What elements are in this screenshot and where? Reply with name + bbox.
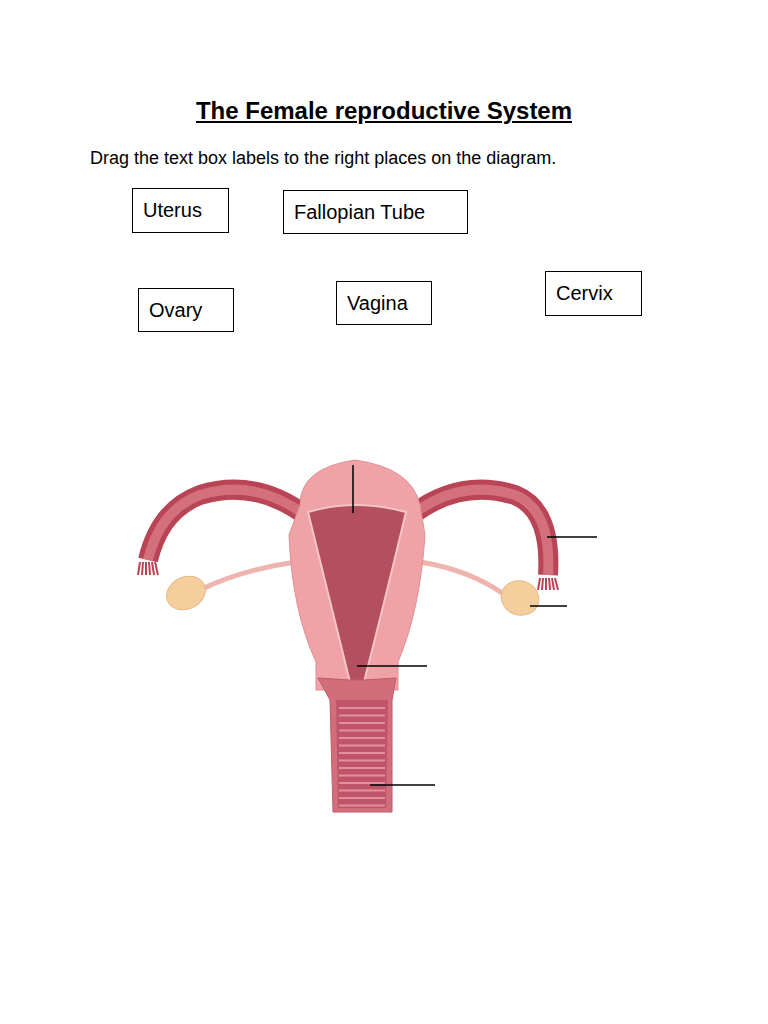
fimbria xyxy=(152,562,154,575)
vaginal-canal xyxy=(336,700,388,808)
fimbria xyxy=(538,578,540,590)
fimbria xyxy=(155,562,158,575)
vagina-wall xyxy=(318,678,396,812)
leader-line xyxy=(530,605,567,607)
label-box: Cervix xyxy=(545,271,642,316)
leader-line xyxy=(352,465,354,513)
ruga xyxy=(339,715,385,717)
ruga xyxy=(339,790,385,792)
leader-lines xyxy=(353,465,597,785)
ruga xyxy=(339,722,385,724)
ruga xyxy=(339,737,385,739)
uterine-cavity xyxy=(308,505,406,682)
ruga xyxy=(339,805,385,807)
label-text: Uterus xyxy=(143,198,218,222)
fimbria xyxy=(145,562,147,575)
instruction-text: Drag the text box labels to the right pl… xyxy=(90,148,556,169)
ruga xyxy=(339,782,385,784)
fallopian-tube xyxy=(148,490,305,560)
label-text: Vagina xyxy=(347,291,421,315)
ruga xyxy=(339,797,385,799)
ovary-ligament xyxy=(200,562,296,590)
leader-line xyxy=(370,784,435,786)
ruga xyxy=(339,730,385,732)
label-text: Ovary xyxy=(149,298,223,322)
label-text: Fallopian Tube xyxy=(294,200,457,224)
fallopian-tube xyxy=(148,490,305,560)
ruga xyxy=(339,775,385,777)
fimbria xyxy=(138,562,140,575)
label-text: Cervix xyxy=(556,281,631,305)
ovary-ligament xyxy=(420,562,505,595)
fimbria xyxy=(149,562,150,575)
ruga xyxy=(339,767,385,769)
fimbria xyxy=(545,578,547,590)
leader-line xyxy=(547,536,597,538)
uterus-wall xyxy=(289,460,425,690)
page-title: The Female reproductive System xyxy=(0,97,768,125)
ruga xyxy=(339,752,385,754)
fallopian-tube xyxy=(412,490,548,575)
ovary xyxy=(161,570,211,616)
ovary xyxy=(496,576,543,621)
label-box: Vagina xyxy=(336,281,432,325)
ruga xyxy=(339,707,385,709)
ruga xyxy=(339,745,385,747)
ruga xyxy=(339,760,385,762)
fimbria xyxy=(142,562,143,575)
fallopian-tube xyxy=(412,490,548,575)
fimbria xyxy=(549,578,550,590)
leader-line xyxy=(357,665,427,667)
vaginal-rugae xyxy=(339,708,385,806)
label-box: Ovary xyxy=(138,288,234,332)
fimbria xyxy=(542,578,543,590)
label-box: Uterus xyxy=(132,188,229,233)
fimbria xyxy=(552,578,554,590)
fimbria xyxy=(555,578,558,590)
label-box: Fallopian Tube xyxy=(283,190,468,234)
